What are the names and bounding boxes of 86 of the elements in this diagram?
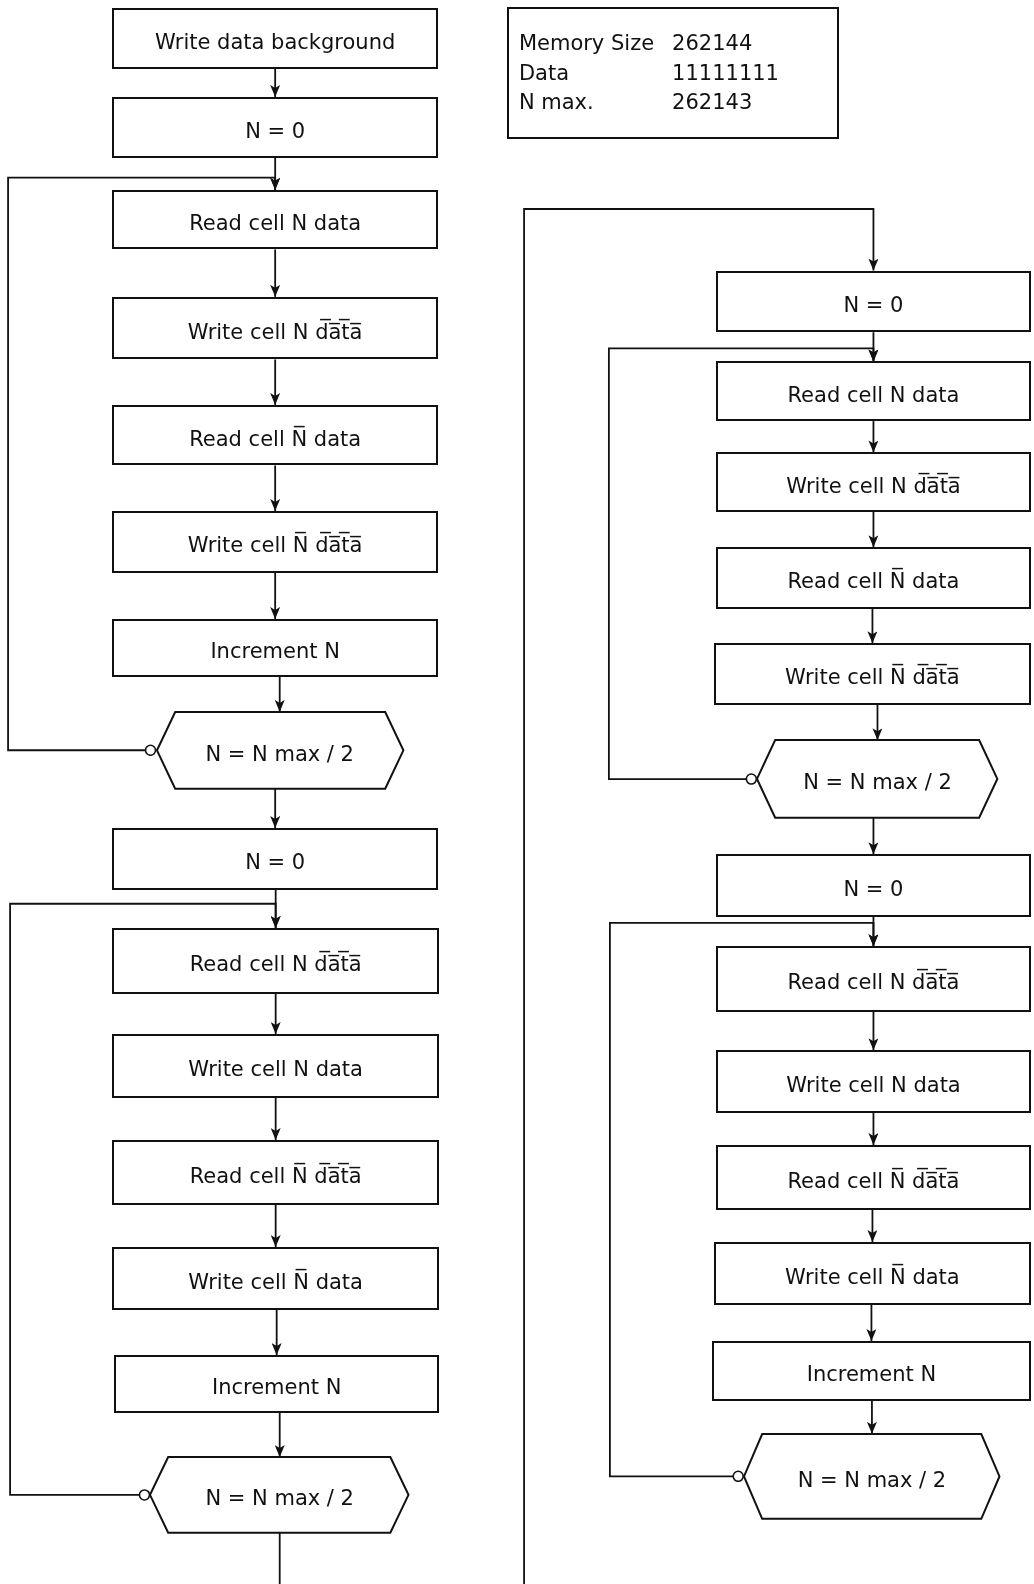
step-text: Read cell N data	[787, 381, 960, 409]
arrow	[867, 1208, 878, 1243]
decision-text: N = N max / 2	[205, 740, 354, 768]
arrow	[270, 358, 281, 406]
arrow	[868, 817, 879, 856]
process-box	[713, 1242, 1031, 1305]
arrow	[867, 608, 878, 645]
step-text: Write cell N data	[188, 1056, 363, 1084]
arrow	[270, 464, 281, 512]
arrow	[868, 1010, 879, 1052]
decision-text: N = N max / 2	[803, 769, 952, 797]
process-box	[112, 927, 440, 994]
arrow	[866, 1303, 877, 1342]
step-text: Read cell N data	[189, 209, 362, 237]
step-text: N = 0	[843, 875, 904, 903]
process-box	[112, 8, 439, 69]
table-cell-text: N max.	[518, 88, 595, 116]
step-text: Write cell N̅ d̅a̅t̅a̅	[785, 664, 960, 692]
process-box	[713, 643, 1031, 705]
step-text: Read cell N̅ data	[787, 568, 960, 596]
arrow	[270, 787, 281, 829]
arrow	[866, 1399, 877, 1435]
process-box	[112, 296, 439, 360]
arrow	[609, 922, 879, 1483]
arrow	[523, 208, 879, 1584]
step-text: Increment N	[211, 1374, 342, 1402]
step-text: Read cell N̅ d̅a̅t̅a̅	[787, 1167, 960, 1195]
process-box	[112, 1034, 440, 1098]
step-text: Read cell N d̅a̅t̅a̅	[787, 969, 960, 997]
process-box	[715, 1050, 1031, 1113]
step-text: Write cell N data	[786, 1071, 961, 1099]
table-cell-text: 11111111	[672, 59, 779, 87]
step-text: N = 0	[245, 117, 306, 145]
table-cell-text: 262144	[672, 30, 754, 58]
step-text: Increment N	[210, 638, 340, 666]
process-box	[715, 361, 1031, 422]
process-box	[112, 619, 439, 677]
process-box	[715, 452, 1031, 512]
arrow	[868, 511, 879, 549]
step-text: Write cell N̅ d̅a̅t̅a̅	[187, 532, 363, 560]
arrow	[270, 1203, 281, 1248]
process-box	[715, 1145, 1031, 1210]
process-box	[112, 510, 439, 573]
arrow	[7, 176, 281, 757]
arrow	[270, 248, 281, 298]
step-text: Read cell N d̅a̅t̅a̅	[189, 951, 362, 979]
step-text: N = 0	[843, 291, 904, 319]
arrow	[270, 571, 281, 620]
process-box	[114, 1355, 440, 1413]
arrow	[608, 347, 879, 785]
table-cell-text: Data	[518, 59, 571, 87]
decision-text: N = N max / 2	[797, 1466, 947, 1494]
step-text: Increment N	[806, 1361, 937, 1389]
process-box	[715, 547, 1031, 609]
arrow	[868, 1111, 879, 1146]
step-text: Read cell N̅ d̅a̅t̅a̅	[189, 1162, 362, 1190]
process-box	[715, 854, 1031, 917]
step-text: Write cell N̅ data	[188, 1268, 363, 1296]
arrow	[270, 992, 281, 1035]
process-box	[715, 270, 1031, 333]
arrow	[274, 1411, 285, 1458]
process-box	[112, 96, 439, 158]
process-box	[711, 1340, 1031, 1401]
process-box	[112, 189, 439, 250]
arrow	[270, 67, 281, 98]
process-box	[715, 946, 1031, 1012]
step-text: Read cell N̅ data	[189, 425, 362, 453]
arrow	[868, 420, 879, 454]
arrow	[872, 703, 883, 742]
arrow	[271, 1308, 282, 1356]
step-text: Write cell N d̅a̅t̅a̅	[187, 318, 363, 346]
arrow	[9, 902, 281, 1501]
process-box	[112, 1140, 440, 1205]
step-text: Write cell N̅ data	[785, 1263, 960, 1291]
arrow	[270, 1096, 281, 1141]
process-box	[112, 1247, 440, 1310]
arrow	[274, 675, 285, 713]
step-text: Write cell N d̅a̅t̅a̅	[786, 472, 961, 500]
step-text: Write data background	[155, 28, 396, 56]
process-box	[112, 404, 439, 466]
info-table-box	[506, 7, 840, 140]
table-cell-text: 262143	[672, 88, 754, 116]
decision-text: N = N max / 2	[205, 1485, 354, 1513]
step-text: N = 0	[245, 849, 306, 877]
process-box	[112, 828, 439, 890]
table-cell-text: Memory Size	[518, 30, 655, 58]
